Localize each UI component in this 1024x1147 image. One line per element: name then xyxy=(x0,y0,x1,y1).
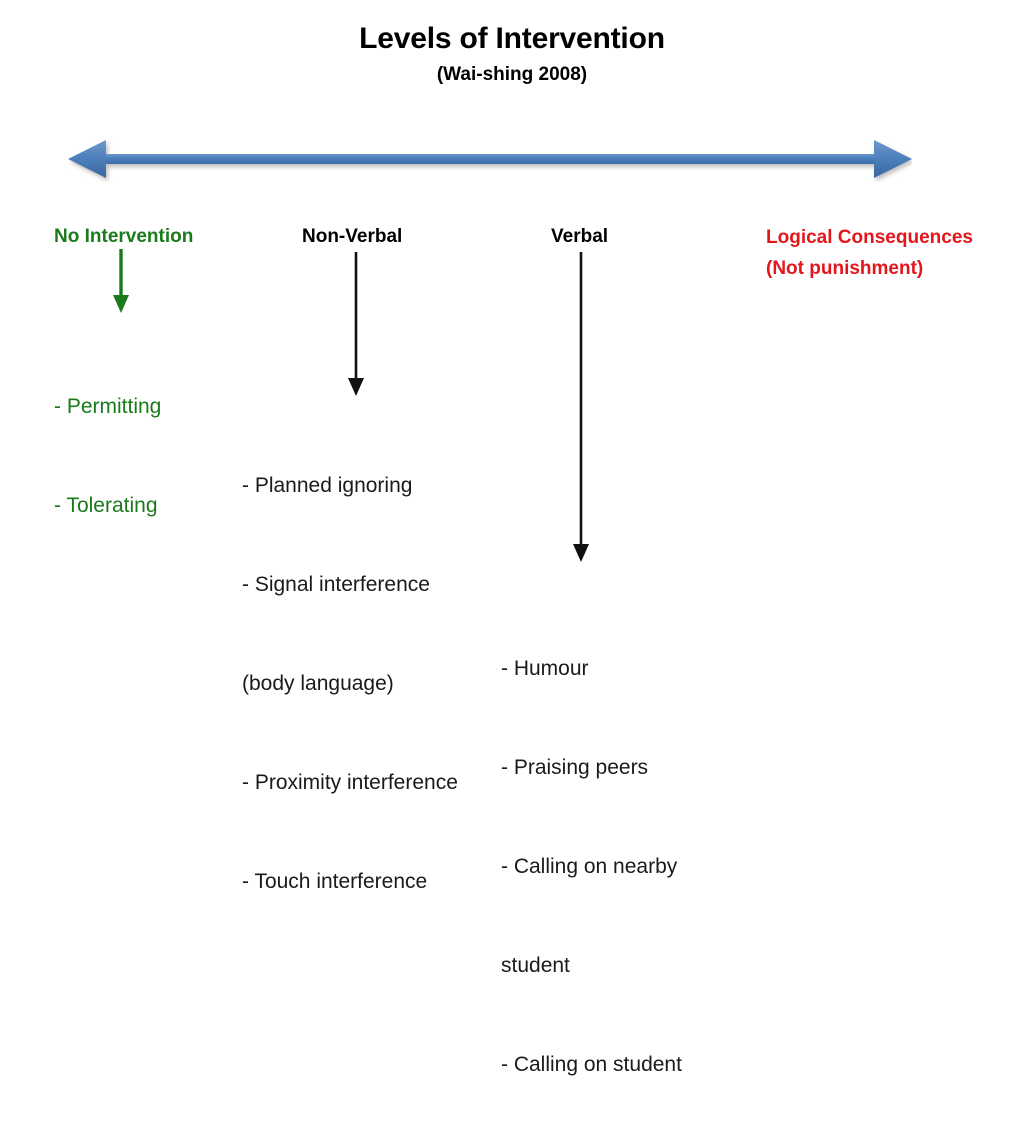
down-arrow-icon-verbal xyxy=(570,252,592,564)
logical-line-3: (Not punishment) xyxy=(766,258,924,279)
list-item: - Touch interference xyxy=(242,870,428,893)
level-label-verbal: Verbal xyxy=(551,226,609,247)
down-arrow-icon-no-intervention xyxy=(110,249,132,315)
list-item: - Humour xyxy=(501,657,589,680)
title-block: Levels of Intervention (Wai-shing 2008) xyxy=(0,20,1024,88)
list-item: - Calling on nearby xyxy=(501,855,678,878)
logical-line-2: Consequences xyxy=(837,227,973,248)
slide-canvas: Levels of Intervention (Wai-shing 2008) xyxy=(0,20,1024,1076)
item-list-non-verbal: - Planned ignoring - Signal interference… xyxy=(242,403,458,964)
level-label-logical-consequences: Logical Consequences (Not punishment) xyxy=(766,222,981,284)
list-item: - Permitting xyxy=(54,395,162,418)
list-item: - Planned ignoring xyxy=(242,474,413,497)
down-arrow-icon-non-verbal xyxy=(345,252,367,398)
list-item: student xyxy=(501,954,570,977)
list-item: (body language) xyxy=(242,672,394,695)
item-list-no-intervention: - Permitting - Tolerating xyxy=(54,324,161,588)
list-item: - Signal interference xyxy=(242,573,430,596)
page-title: Levels of Intervention xyxy=(359,22,665,55)
level-label-non-verbal: Non-Verbal xyxy=(302,226,403,247)
item-list-verbal: - Humour - Praising peers - Calling on n… xyxy=(501,586,682,1147)
list-item: - Tolerating xyxy=(54,494,158,517)
list-item: - Proximity interference xyxy=(242,771,458,794)
page-subtitle: (Wai-shing 2008) xyxy=(436,64,588,85)
spectrum-double-arrow-icon xyxy=(68,138,912,182)
level-label-no-intervention: No Intervention xyxy=(54,226,194,247)
logical-line-1: Logical xyxy=(766,227,833,248)
list-item: - Calling on student xyxy=(501,1053,682,1076)
